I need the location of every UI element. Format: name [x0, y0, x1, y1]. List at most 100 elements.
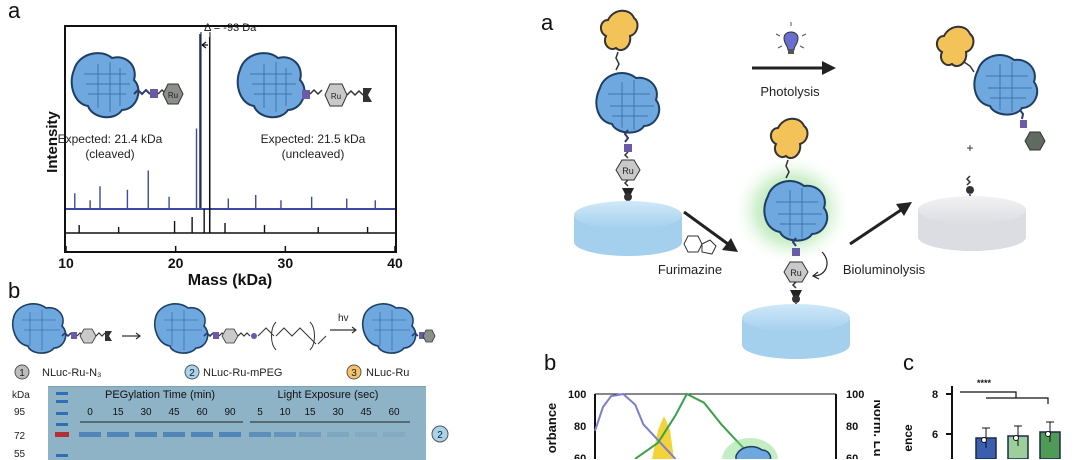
scheme-label-2: NLuc-Ru-mPEG: [203, 367, 282, 379]
right-panel-a-letter: a: [541, 10, 554, 35]
badge-1-num: 1: [19, 368, 25, 379]
photolysis-label: Photolysis: [760, 84, 820, 99]
scheme-hv: hv: [338, 313, 349, 324]
gel-lane-badge: [431, 425, 449, 443]
ru-hexagon-icon: [783, 261, 809, 283]
gel-overlay: kDa 95 72 55 PEGylation Time (min) Light…: [12, 389, 449, 459]
gel-marker-72: 72: [14, 431, 26, 442]
gel-kda-header: kDa: [12, 390, 30, 401]
construct-left: Ru: [595, 9, 661, 212]
light-time-4: 45: [360, 407, 372, 418]
uncleaved-protein-illustration: Ru: [236, 52, 372, 119]
significance-label: ****: [977, 378, 992, 388]
gel-band: [107, 432, 129, 437]
scheme-label-3: NLuc-Ru: [366, 367, 409, 379]
cleaved-state: (cleaved): [85, 147, 134, 161]
spectra-tick-right-80: 80: [846, 421, 858, 433]
ru-hexagon-icon: [1024, 131, 1046, 151]
spectrum-line-1: [634, 392, 751, 459]
significance-bracket: [960, 391, 1049, 404]
gel-band: [327, 432, 349, 437]
disc-right: [918, 196, 1026, 251]
gel-band: [355, 432, 377, 437]
reaction-scheme: hv 1 NLuc-Ru-N₃ 2 NLuc-Ru-mPEG 3 NLuc-Ru: [12, 303, 436, 380]
mass-spectrum-frame: [64, 25, 397, 253]
right-panel-b-letter: b: [544, 350, 557, 375]
protein-blob-icon: [595, 72, 661, 134]
protein-blob-icon: [70, 52, 140, 119]
gel-lane-badge-num: 2: [437, 430, 443, 441]
arrow-to-right: [849, 206, 905, 246]
scheme-protein-1: [12, 303, 112, 354]
light-title: Light Exposure (sec): [278, 389, 379, 401]
pegylation-time-3: 45: [168, 407, 180, 418]
light-time-3: 30: [332, 407, 344, 418]
luciferin-icon: [600, 9, 639, 52]
left-panel-a-letter: a: [8, 0, 21, 23]
pegylation-time-4: 60: [196, 407, 208, 418]
spectrum-line-0: [594, 392, 677, 459]
x-tick-label-2: 30: [278, 255, 294, 271]
gel-band: [135, 432, 157, 437]
bioluminolysis-label: Bioluminolysis: [843, 262, 926, 277]
cleaved-protein-illustration: Ru: [70, 52, 184, 119]
gel-band: [249, 432, 271, 437]
x-tick-label-0: 10: [58, 255, 74, 271]
light-time-5: 60: [388, 407, 400, 418]
badge-2: [184, 364, 200, 380]
mass-spectrum-ylabel: Intensity: [44, 111, 61, 173]
ru-hexagon-icon: [324, 83, 348, 107]
protein-blob-icon: [973, 54, 1039, 116]
ladder-band-red: [55, 432, 69, 437]
gel-marker-95: 95: [14, 407, 26, 418]
ladder-band: [56, 392, 68, 395]
uncleaved-state: (uncleaved): [282, 147, 345, 161]
left-panel-b-letter: b: [8, 278, 21, 303]
pegylation-time-5: 90: [224, 407, 236, 418]
scheme-arrow-1: [122, 332, 141, 340]
lightbulb-icon: [775, 22, 807, 54]
photolysis-scheme: Ru Photolysis Ru: [574, 9, 1046, 359]
gel-band: [79, 432, 101, 437]
scheme-label-1: NLuc-Ru-N₃: [42, 367, 102, 379]
construct-center: Ru: [763, 117, 829, 314]
badge-1: [14, 364, 30, 380]
right-panel-c-letter: c: [903, 350, 914, 375]
ladder-band: [56, 412, 68, 415]
pegylation-title: PEGylation Time (min): [105, 389, 215, 401]
gel-band: [274, 432, 296, 437]
badge-3: [346, 364, 362, 380]
peg-chain: [257, 321, 317, 351]
protein-blob-icon: [763, 180, 829, 242]
furimazine-label: Furimazine: [658, 262, 722, 277]
spectra-ylabel-right: Norm. Lu: [871, 399, 880, 456]
mass-spectrum-xlabel: Mass (kDa): [188, 272, 272, 289]
disc-left: [574, 201, 682, 256]
bar-tick-6: 6: [932, 429, 938, 441]
delta-label: Δ = -93 Da: [204, 22, 257, 34]
bar-ylabel: ence: [901, 424, 915, 452]
gel-marker-55: 55: [14, 449, 26, 459]
data-point-2: [1045, 431, 1051, 437]
badge-3-num: 3: [351, 368, 357, 379]
delta-arrow: [201, 41, 208, 49]
scheme-protein-3: [362, 303, 436, 354]
bar-chart: ence 8 6 ****: [901, 378, 1061, 459]
ru-label-center: Ru: [790, 268, 802, 278]
spectra-tick-left-80: 80: [574, 421, 586, 433]
ru-label-left: Ru: [622, 166, 634, 176]
spectra-ylabel-left: orbance: [544, 403, 559, 454]
spectra-tick-left-60: 60: [574, 453, 586, 459]
bars: [975, 421, 1061, 459]
disc-center: [742, 304, 850, 359]
pegylation-time-0: 0: [87, 407, 93, 418]
ladder-band: [56, 423, 68, 426]
spectra-chart: orbance Norm. Lu 100 80 60 100 80 60: [544, 389, 880, 459]
gel-band: [383, 432, 405, 437]
ru-label-cleaved: Ru: [168, 91, 178, 100]
gel-band: [219, 432, 241, 437]
x-tick-label-1: 20: [168, 255, 184, 271]
